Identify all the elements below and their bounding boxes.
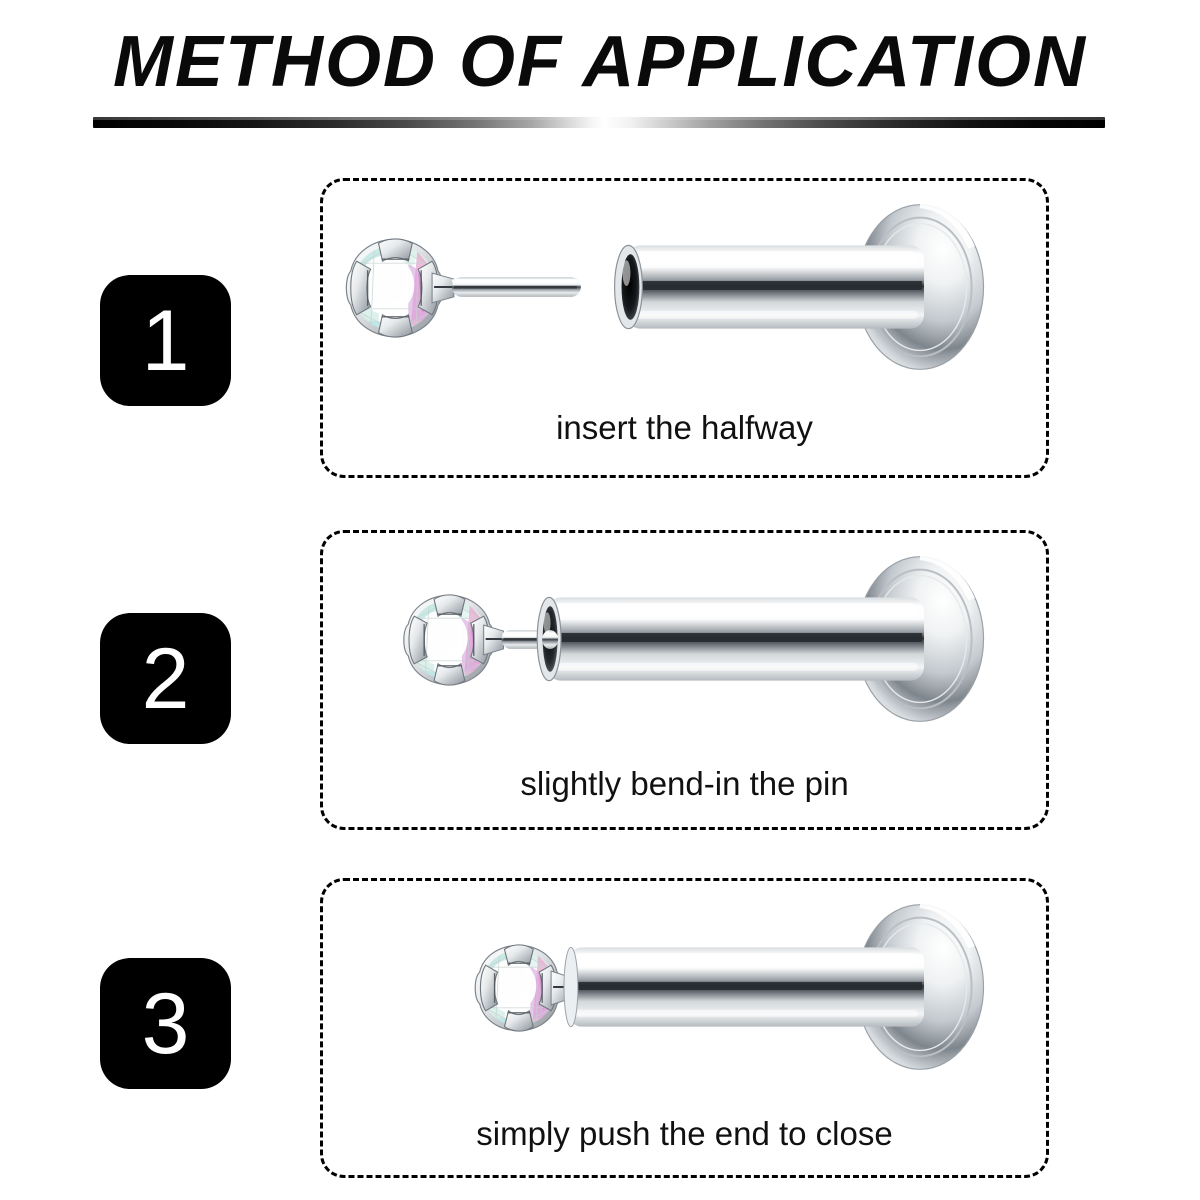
- step-number-2: 2: [141, 630, 190, 727]
- step-caption-2: slightly bend-in the pin: [520, 765, 849, 802]
- thin-pin: [451, 277, 581, 297]
- hollow-tube-and-disc: [536, 553, 985, 722]
- step-badge-2: 2: [100, 613, 231, 744]
- step-caption-1: insert the halfway: [556, 409, 813, 446]
- gem-head: [474, 944, 574, 1032]
- step-badge-1: 1: [100, 275, 231, 406]
- hollow-tube-and-disc: [613, 201, 985, 370]
- labret-stud-illustration-3: [323, 881, 1046, 1095]
- step-caption-3: simply push the end to close: [476, 1115, 893, 1152]
- step-number-3: 3: [141, 975, 190, 1072]
- step-number-1: 1: [141, 292, 190, 389]
- hollow-tube-and-disc: [563, 901, 985, 1070]
- labret-stud-illustration-1: [323, 181, 1046, 395]
- gradient-divider-bar: [93, 117, 1105, 128]
- page-title: METHOD OF APPLICATION: [113, 22, 1087, 102]
- step-panel-2: slightly bend-in the pin: [320, 530, 1049, 830]
- labret-stud-illustration-2: [323, 533, 1046, 747]
- step-badge-3: 3: [100, 958, 231, 1089]
- gem-head: [403, 594, 504, 686]
- step-panel-1: insert the halfway: [320, 178, 1049, 478]
- step-panel-3: simply push the end to close: [320, 878, 1049, 1178]
- gem-head: [345, 238, 455, 338]
